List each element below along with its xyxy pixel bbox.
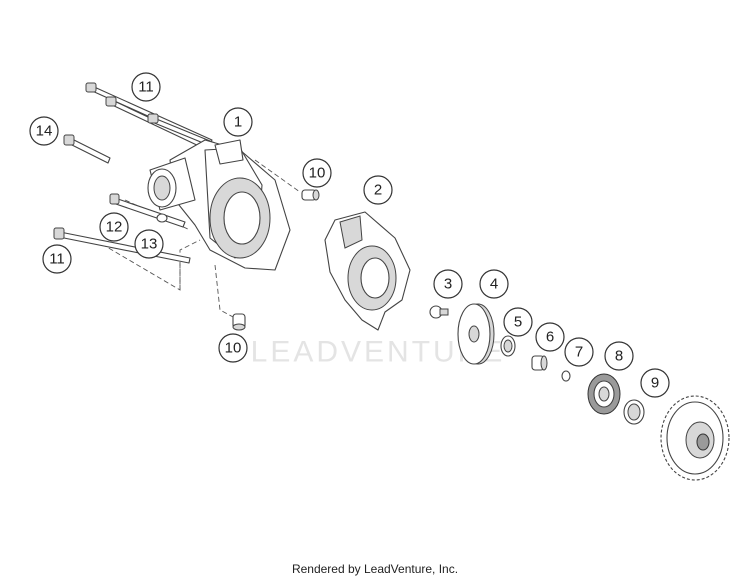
callout-11-upper: 11 — [131, 72, 161, 102]
svg-text:8: 8 — [615, 348, 623, 365]
svg-text:9: 9 — [651, 375, 659, 392]
part-10-dowel-right — [301, 189, 320, 201]
callout-8: 8 — [604, 341, 634, 371]
callout-6: 6 — [535, 322, 565, 352]
svg-text:11: 11 — [138, 79, 154, 96]
part-10-dowel-bottom — [232, 313, 246, 331]
svg-text:13: 13 — [141, 236, 158, 253]
callout-14: 14 — [29, 116, 59, 146]
svg-text:4: 4 — [490, 276, 498, 293]
part-3-screw — [429, 305, 449, 319]
svg-text:1: 1 — [234, 114, 242, 131]
svg-text:10: 10 — [309, 165, 326, 182]
part-4-impeller — [457, 303, 495, 365]
part-8-bearing — [587, 373, 621, 415]
callout-5: 5 — [503, 307, 533, 337]
callout-11-lower: 11 — [42, 244, 72, 274]
svg-text:3: 3 — [444, 276, 452, 293]
svg-text:12: 12 — [106, 219, 123, 236]
part-9-seal-ring — [623, 399, 645, 425]
svg-text:11: 11 — [49, 251, 65, 268]
callout-10-upper: 10 — [302, 158, 332, 188]
callout-7: 7 — [564, 337, 594, 367]
callout-13: 13 — [134, 229, 164, 259]
svg-text:14: 14 — [36, 123, 53, 140]
callout-1: 1 — [223, 107, 253, 137]
part-6-sleeve — [531, 355, 548, 371]
gear — [660, 395, 730, 481]
callout-10-lower: 10 — [218, 333, 248, 363]
svg-text:7: 7 — [575, 344, 583, 361]
part-2-gasket — [324, 211, 411, 331]
callout-12: 12 — [99, 212, 129, 242]
svg-text:2: 2 — [374, 182, 382, 199]
part-5-seal — [500, 335, 516, 357]
callout-2: 2 — [363, 175, 393, 205]
callout-3: 3 — [433, 269, 463, 299]
part-13-washer — [156, 213, 168, 223]
svg-text:6: 6 — [546, 329, 554, 346]
svg-text:5: 5 — [514, 314, 522, 331]
part-7-ring — [561, 370, 571, 382]
svg-text:10: 10 — [225, 340, 242, 357]
callout-9: 9 — [640, 368, 670, 398]
part-1-pump-cover — [147, 139, 291, 271]
callout-4: 4 — [479, 269, 509, 299]
footer-credit: Rendered by LeadVenture, Inc. — [291, 562, 459, 576]
part-14-bolt — [63, 134, 111, 164]
